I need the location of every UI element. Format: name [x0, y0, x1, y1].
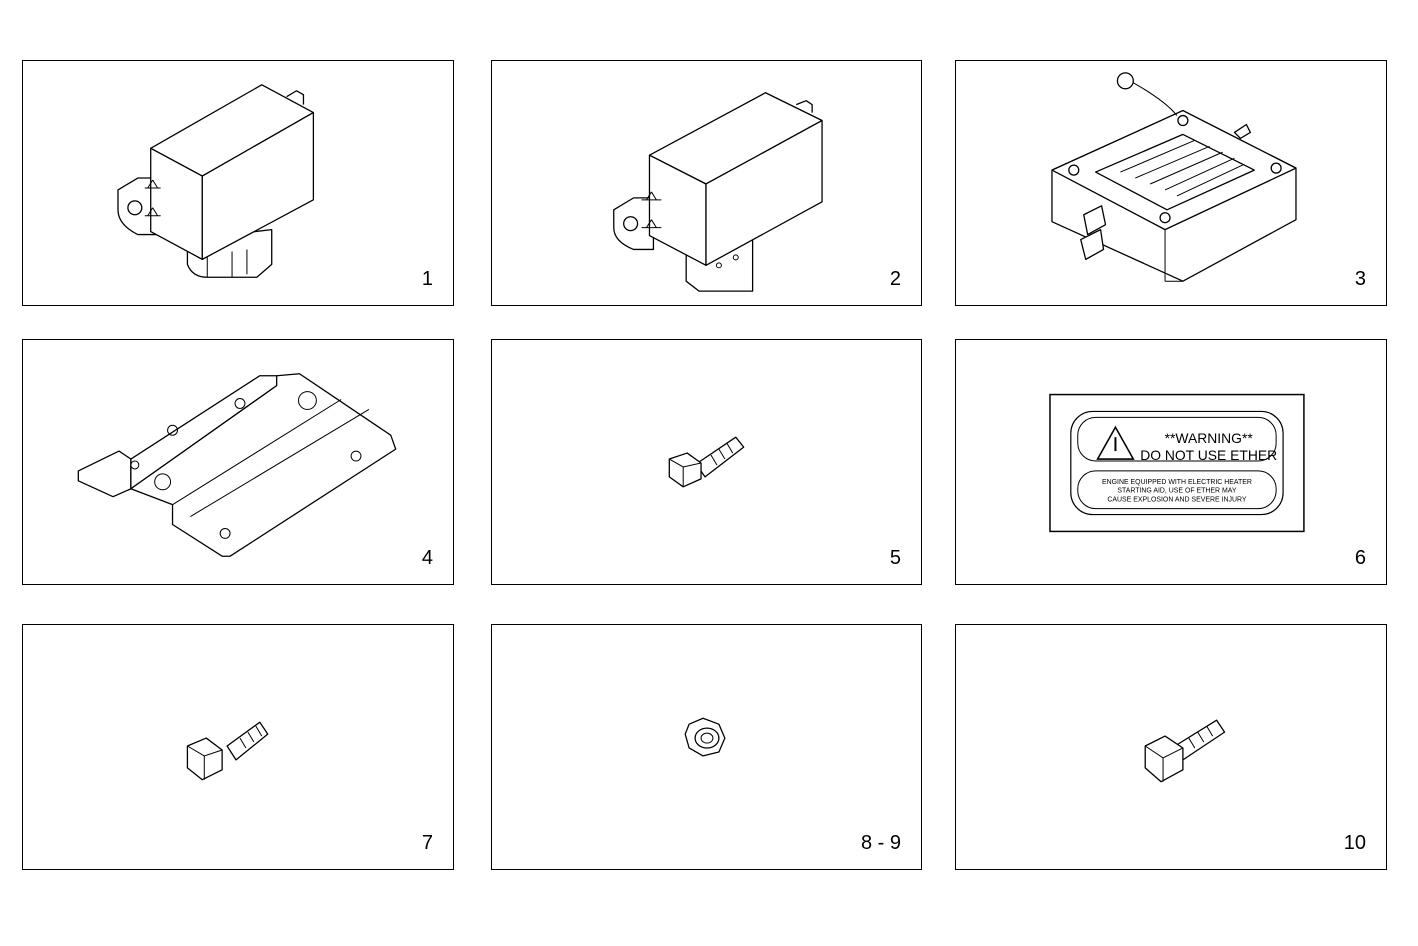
mounting-bracket-icon: [77, 373, 397, 557]
part-number: 6: [1354, 547, 1366, 569]
part-panel-8-9: 8 - 9: [491, 624, 922, 870]
part-panel-6: **WARNING** DO NOT USE ETHER ENGINE EQUI…: [955, 339, 1387, 585]
warning-decal-icon: [1049, 393, 1305, 533]
bolt-icon: [186, 721, 269, 781]
bolt-icon: [1144, 719, 1226, 783]
bolt-icon: [668, 436, 745, 488]
part-number: 8 - 9: [860, 832, 901, 854]
part-number: 5: [889, 547, 901, 569]
relay-module-icon: [117, 84, 315, 278]
part-panel-3: 3: [955, 60, 1387, 306]
nut-icon: [684, 717, 726, 757]
part-panel-1: 1: [22, 60, 454, 306]
part-number: 10: [1343, 832, 1366, 854]
part-panel-5: 5: [491, 339, 922, 585]
part-number: 2: [889, 268, 901, 290]
part-number: 7: [421, 832, 433, 854]
part-number: 4: [421, 547, 433, 569]
part-panel-10: 10: [955, 624, 1387, 870]
part-number: 1: [421, 268, 433, 290]
part-panel-4: 4: [22, 339, 454, 585]
relay-module-icon: [613, 92, 823, 292]
intake-heater-grid-icon: [1051, 72, 1297, 282]
part-number: 3: [1354, 268, 1366, 290]
part-panel-2: 2: [491, 60, 922, 306]
part-panel-7: 7: [22, 624, 454, 870]
